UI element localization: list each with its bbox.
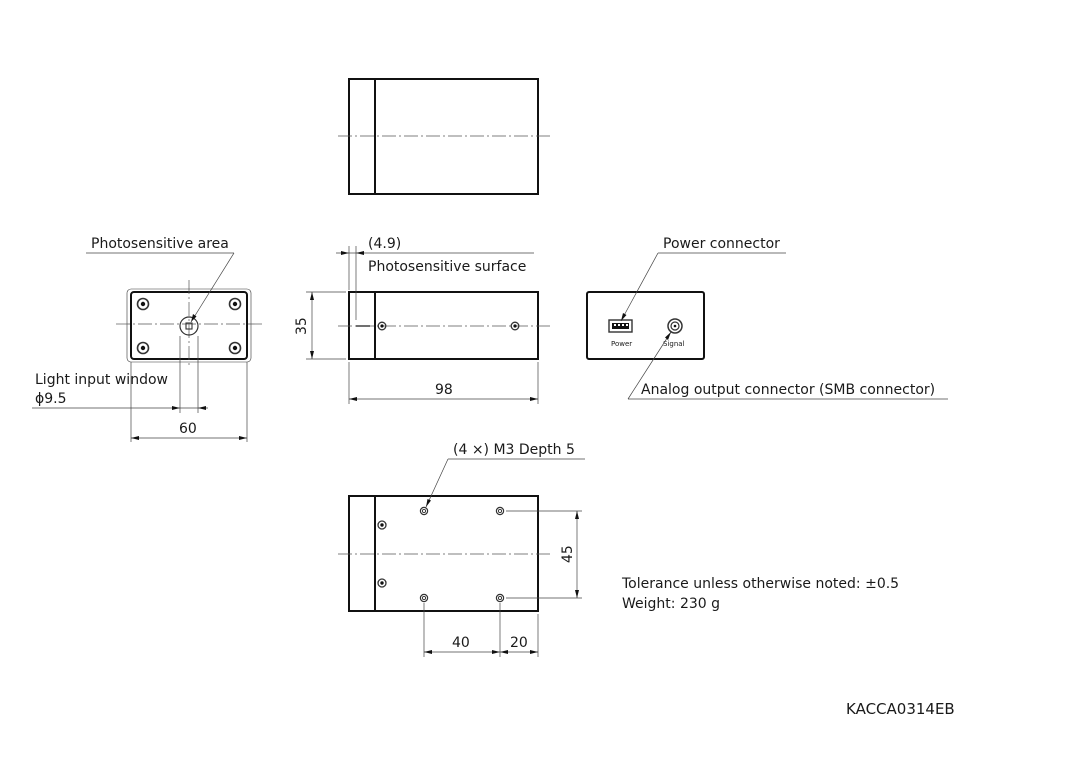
window-diameter-label: ϕ9.5 [35, 391, 67, 407]
screw-head-icon [136, 297, 150, 311]
screw-head-icon [377, 578, 387, 588]
drawing-id: KACCA0314EB [846, 700, 955, 718]
mount-holes-label: (4 ×) M3 Depth 5 [453, 442, 575, 458]
mount-hole-icon [419, 506, 429, 516]
mount-hole-icon [495, 593, 505, 603]
smb-connector-icon [667, 318, 683, 334]
weight-note: Weight: 230 g [622, 596, 720, 612]
screw-head-icon [228, 341, 242, 355]
usb-port-icon [608, 319, 633, 333]
rear-view: Power Signal [586, 291, 705, 360]
photosensitive-area-label: Photosensitive area [91, 236, 229, 252]
screw-head-icon [377, 321, 387, 331]
side-view [338, 291, 552, 360]
light-input-window-icon [179, 316, 199, 336]
top-view [338, 78, 552, 195]
photosensitive-surface-label: Photosensitive surface [368, 259, 526, 275]
screw-head-icon [510, 321, 520, 331]
power-port-label: Power [611, 340, 632, 348]
dim-hole-spacing-x: 40 [452, 635, 470, 651]
light-input-window-label: Light input window [35, 372, 168, 388]
offset-label: (4.9) [368, 236, 401, 252]
screw-head-icon [136, 341, 150, 355]
mount-hole-icon [495, 506, 505, 516]
dim-height-side: 35 [294, 317, 310, 335]
mount-hole-icon [419, 593, 429, 603]
dim-hole-spacing-y: 45 [560, 545, 576, 563]
screw-head-icon [228, 297, 242, 311]
dim-width-front: 60 [179, 421, 197, 437]
power-connector-label: Power connector [663, 236, 780, 252]
front-view [116, 280, 262, 368]
analog-output-connector-label: Analog output connector (SMB connector) [641, 382, 935, 398]
bottom-view [338, 495, 552, 612]
screw-head-icon [377, 520, 387, 530]
tolerance-note: Tolerance unless otherwise noted: ±0.5 [621, 576, 899, 592]
dim-length-side: 98 [435, 382, 453, 398]
dim-hole-offset-x: 20 [510, 635, 528, 651]
signal-port-label: Signal [663, 340, 685, 348]
